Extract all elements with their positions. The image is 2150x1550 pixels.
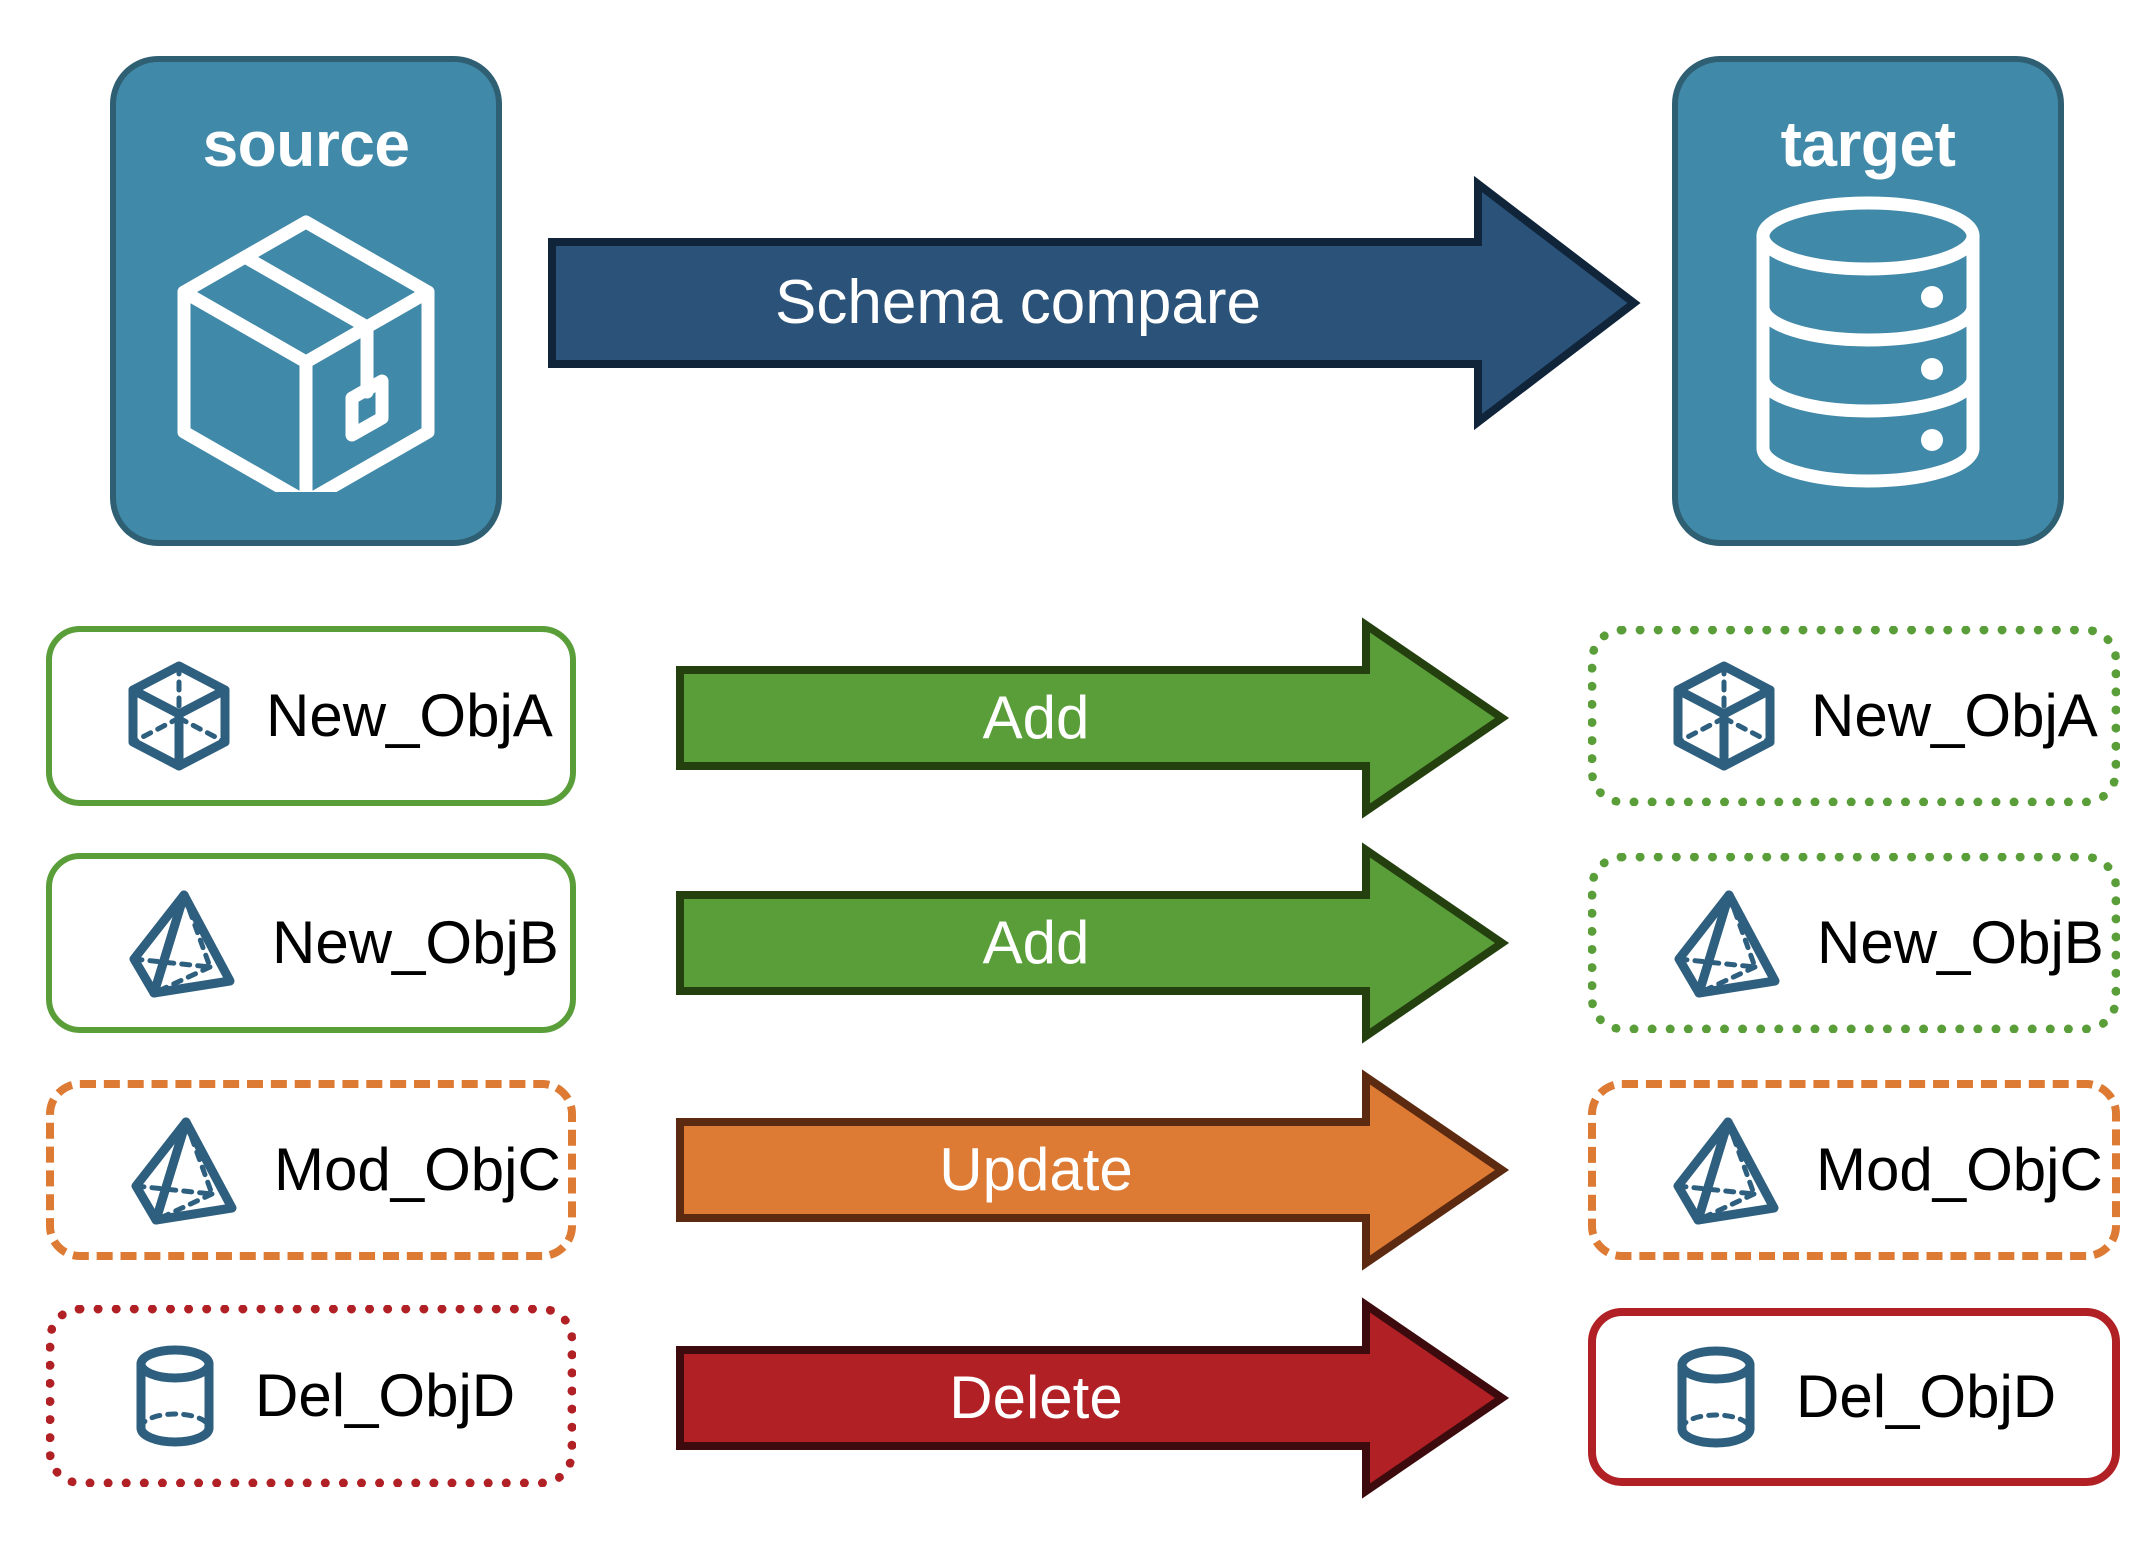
source-endpoint-title: source [202,108,410,180]
target-object-card-0[interactable]: New_ObjA [1588,626,2120,806]
wireframe-pyramid-icon [1670,1114,1782,1226]
action-arrow-0[interactable]: Add [676,617,1510,819]
schema-compare-arrow[interactable]: Schema compare [548,175,1641,431]
source-object-label-2: Mod_ObjC [274,1136,561,1203]
target-object-card-3[interactable]: Del_ObjD [1588,1308,2120,1486]
source-object-label-3: Del_ObjD [255,1362,516,1429]
wireframe-pyramid-icon [1671,887,1783,999]
wireframe-cylinder-icon [1670,1341,1762,1453]
target-object-label-1: New_ObjB [1817,909,2104,976]
source-endpoint-card[interactable]: source [110,56,502,546]
wireframe-cube-icon [1671,660,1777,772]
source-object-label-0: New_ObjA [266,682,553,749]
action-arrow-1[interactable]: Add [676,842,1510,1044]
database-cylinder-icon [1723,192,2013,497]
target-object-card-1[interactable]: New_ObjB [1588,853,2120,1033]
target-object-label-0: New_ObjA [1811,682,2098,749]
source-object-card-0[interactable]: New_ObjA [46,626,576,806]
target-object-label-2: Mod_ObjC [1816,1136,2103,1203]
wireframe-cylinder-icon [129,1340,221,1452]
wireframe-pyramid-icon [126,887,238,999]
wireframe-pyramid-icon [128,1114,240,1226]
action-arrow-3[interactable]: Delete [676,1297,1510,1499]
source-object-card-1[interactable]: New_ObjB [46,853,576,1033]
target-endpoint-title: target [1780,108,1956,180]
package-box-icon [156,192,456,509]
source-object-card-2[interactable]: Mod_ObjC [46,1080,576,1260]
target-object-label-3: Del_ObjD [1796,1363,2057,1430]
source-object-card-3[interactable]: Del_ObjD [46,1305,576,1487]
target-object-card-2[interactable]: Mod_ObjC [1588,1080,2120,1260]
action-arrow-2[interactable]: Update [676,1069,1510,1271]
source-object-label-1: New_ObjB [272,909,559,976]
wireframe-cube-icon [126,660,232,772]
target-endpoint-card[interactable]: target [1672,56,2064,546]
